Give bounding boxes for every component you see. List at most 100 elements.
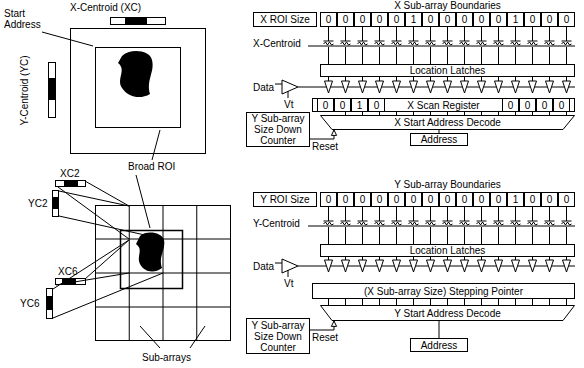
buffer-symbol: [342, 260, 350, 272]
bit-cell: 0: [337, 12, 354, 27]
wire: [288, 270, 289, 277]
node-text: 0: [445, 14, 451, 25]
wire: [515, 207, 516, 221]
buffer-symbol: [461, 81, 469, 93]
decode-input: [464, 112, 465, 115]
node-text: Location Latches: [410, 245, 486, 256]
wire: [481, 27, 482, 41]
bit-cell: 0: [388, 12, 405, 27]
switch-symbol: [375, 221, 385, 225]
part-name: Y-Centroid (YC): [19, 55, 30, 125]
wire: [498, 47, 499, 64]
wire: [362, 227, 363, 244]
stepping-pointer: (X Sub-array Size) Stepping Pointer: [312, 283, 575, 299]
centroid-line: [308, 226, 575, 227]
wire: [413, 207, 414, 221]
switch-symbol: [545, 41, 555, 45]
bit-cell: 0: [524, 192, 541, 207]
bit-cell: 0: [502, 98, 519, 112]
buffer-symbol: [393, 260, 401, 272]
wire: [328, 227, 329, 244]
node-text: 0: [394, 14, 400, 25]
bit-cell: 0: [368, 98, 385, 112]
buffer-symbol: [427, 260, 435, 272]
bit-cell: 0: [337, 192, 354, 207]
buffer-symbol: [529, 260, 537, 272]
signal-name: Data: [253, 82, 274, 93]
wire: [481, 77, 482, 81]
node-text: 0: [360, 194, 366, 205]
node-text: 0: [428, 194, 434, 205]
wire: [345, 207, 346, 221]
bit-cell: 0: [317, 98, 334, 112]
leader-line: [136, 175, 150, 228]
node-text: 0: [360, 14, 366, 25]
bit-cell: 0: [519, 98, 536, 112]
decode-input: [566, 299, 567, 305]
switch-symbol: [324, 41, 334, 45]
node-text: 1: [357, 100, 363, 111]
switch-symbol: [358, 41, 368, 45]
decode-input: [515, 112, 516, 115]
bit-cell: 0: [439, 12, 456, 27]
node-text: 0: [479, 14, 485, 25]
bit-cell: 0: [524, 12, 541, 27]
switch-symbol: [324, 221, 334, 225]
wire: [288, 91, 289, 98]
wire: [275, 263, 282, 264]
bit-cell: 0: [422, 12, 439, 27]
wire: [328, 77, 329, 81]
bit-cell: 0: [490, 12, 507, 27]
wire: [481, 47, 482, 64]
wire: [379, 227, 380, 244]
switch-symbol: [341, 221, 351, 225]
bit-cell: 0: [473, 12, 490, 27]
wire: [549, 77, 550, 81]
callout-label: XC6: [58, 266, 77, 277]
wire: [532, 47, 533, 64]
decode-input: [515, 299, 516, 305]
wire: [447, 207, 448, 221]
switch-symbol: [562, 41, 572, 45]
node-text: 0: [547, 194, 553, 205]
decode-input: [532, 112, 533, 115]
node-text: 0: [530, 14, 536, 25]
address-box: Address: [410, 338, 468, 352]
latch-band: Location Latches: [320, 64, 575, 77]
wire: [515, 77, 516, 81]
wire: [498, 77, 499, 81]
decode-input: [549, 299, 550, 305]
node-text: 0: [340, 100, 346, 111]
switch-symbol: [460, 221, 470, 225]
wire: [275, 84, 282, 85]
node-text: 0: [411, 194, 417, 205]
bit-cell: 0: [456, 192, 473, 207]
decode-input: [328, 299, 329, 305]
wire: [379, 27, 380, 41]
wire: [345, 77, 346, 81]
bit-cell: 0: [439, 192, 456, 207]
decode-input: [549, 112, 550, 115]
wire: [566, 47, 567, 64]
wire: [396, 47, 397, 64]
wire: [328, 207, 329, 221]
switch-symbol: [409, 221, 419, 225]
wire: [532, 77, 533, 81]
decode-input: [498, 299, 499, 305]
decode-input: [464, 299, 465, 305]
buffer-symbol: [410, 81, 418, 93]
connector-label: Reset: [311, 332, 339, 343]
yc-bar: [49, 63, 56, 118]
wire: [345, 27, 346, 41]
part-name: Sub-arrays: [142, 352, 191, 363]
buffer-symbol: [495, 260, 503, 272]
node-text: 0: [547, 14, 553, 25]
bit-cell: 0: [553, 98, 570, 112]
buffer-symbol: [529, 81, 537, 93]
node-text: X ROI Size: [260, 14, 309, 25]
arrowhead: [331, 321, 336, 326]
connector-label: Reset: [311, 141, 339, 152]
roi-box: [96, 48, 181, 128]
node-text: 1: [513, 194, 519, 205]
